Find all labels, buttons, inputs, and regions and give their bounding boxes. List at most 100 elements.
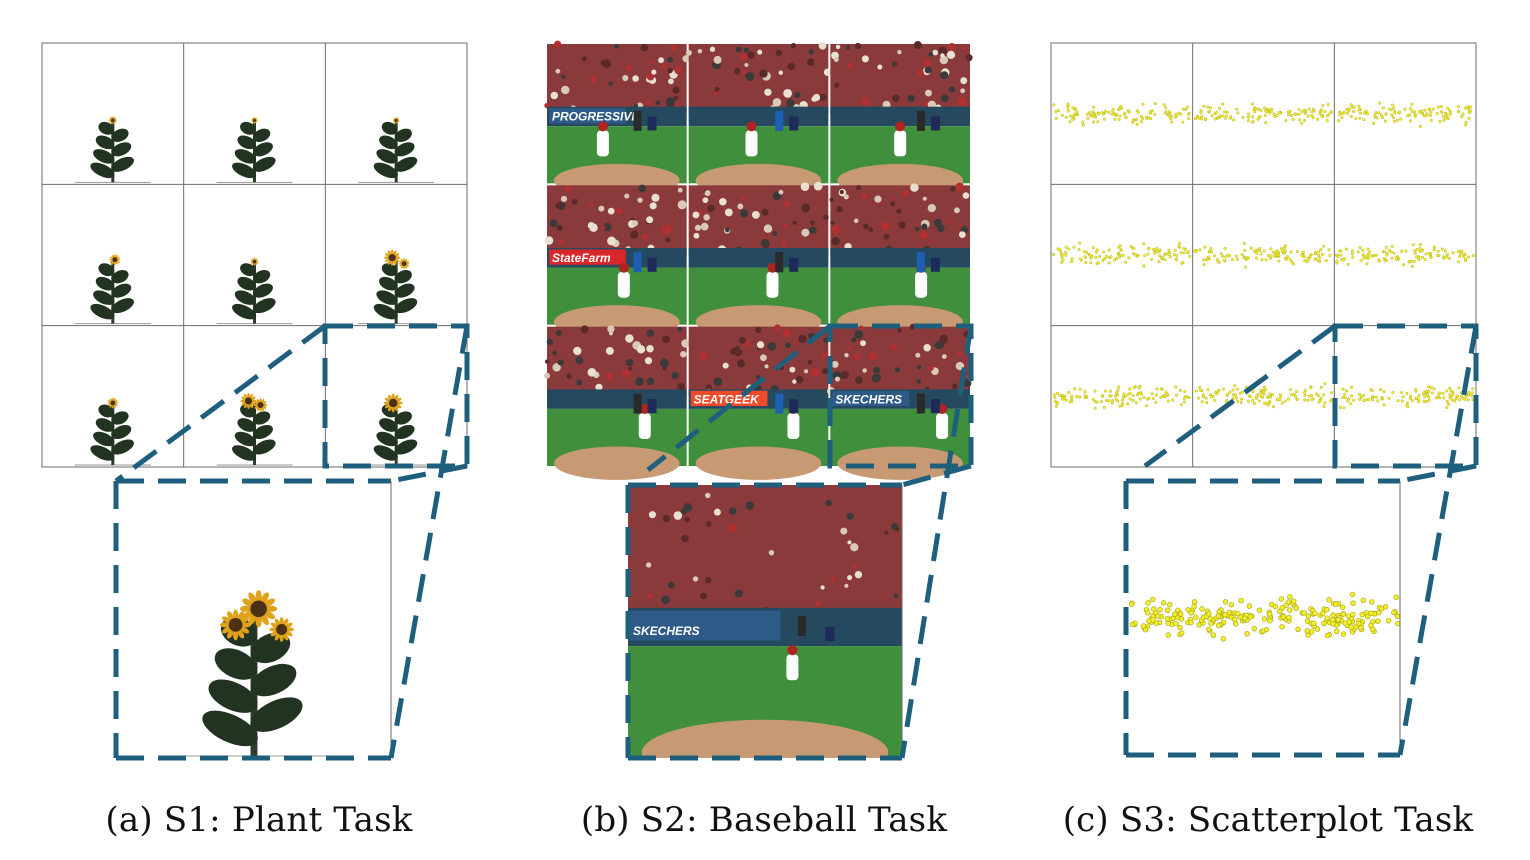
flower-petal <box>262 403 268 407</box>
outfield-wall <box>547 389 687 409</box>
scatter-dot <box>1323 382 1327 386</box>
crowd-fan <box>761 208 769 216</box>
scatter-dot <box>1117 245 1121 249</box>
scatter-dot <box>1256 607 1263 613</box>
scatter-dot <box>1422 400 1426 404</box>
crowd-fan <box>792 379 797 384</box>
flower-petal <box>252 258 255 261</box>
scatter-dot <box>1471 387 1475 391</box>
scatter-dot <box>1324 632 1331 639</box>
scatter-dot <box>1103 257 1107 261</box>
plant-leaf <box>237 418 256 432</box>
crowd-area <box>830 44 970 114</box>
scatter-dot <box>1164 252 1168 256</box>
scatter-dot <box>1399 117 1403 121</box>
scatter-dot <box>1219 251 1223 255</box>
scatter-dot <box>1221 102 1225 106</box>
plant-leaf <box>93 431 115 447</box>
scatter-dot <box>1061 258 1065 262</box>
scatter-dot <box>1260 258 1264 262</box>
ad-sign <box>549 108 626 124</box>
scatter-dot <box>1232 118 1236 122</box>
scatter-dot <box>1319 247 1323 251</box>
scatter-dot <box>1319 385 1323 389</box>
crowd-fan <box>737 203 744 210</box>
scatter-dot <box>1287 594 1293 600</box>
scatter-dot <box>1303 393 1307 397</box>
flower-petal <box>397 118 400 120</box>
scatter-dot <box>1283 602 1289 609</box>
crowd-fan <box>922 196 927 201</box>
flower-center <box>388 398 398 408</box>
flower-petal <box>252 117 255 120</box>
scatter-dot <box>1447 256 1451 260</box>
scatter-dot <box>1361 393 1365 397</box>
scatter-dot <box>1314 626 1321 632</box>
scatter-dot <box>1210 395 1214 399</box>
flower-petal <box>255 590 262 603</box>
crowd-fan <box>891 61 898 67</box>
scatter-dot <box>1160 255 1164 259</box>
flower-petal <box>383 401 391 405</box>
scatter-dot <box>1427 251 1431 255</box>
plant-leaf <box>98 263 115 277</box>
scatter-dot <box>1339 604 1346 610</box>
scatter-dot <box>1153 620 1159 626</box>
scatter-dot <box>1247 614 1254 620</box>
flower-petal <box>396 121 399 124</box>
scatter-dot <box>1052 253 1056 257</box>
flower-petal <box>396 117 399 120</box>
scatter-dot <box>1425 399 1429 403</box>
crowd-fan <box>700 592 707 600</box>
crowd-fan <box>621 369 631 378</box>
scatter-dot <box>1280 614 1287 620</box>
scatter-dot <box>1303 259 1307 263</box>
pitcher <box>915 271 928 298</box>
flower-petal <box>274 618 281 627</box>
scatter-dot <box>1228 390 1232 394</box>
crowd-area <box>628 485 902 622</box>
plant-leaf <box>90 162 115 179</box>
scatter-dot <box>1081 123 1085 127</box>
pitcher <box>745 130 758 157</box>
scatter-dot <box>1376 610 1382 616</box>
crowd-fan <box>637 197 643 203</box>
scatter-dot <box>1322 244 1326 248</box>
scatter-dot <box>1221 387 1225 391</box>
pitcher-cap <box>618 262 629 273</box>
crowd-fan <box>786 99 795 108</box>
scatter-dot <box>1412 259 1416 263</box>
crowd-fan <box>924 66 932 74</box>
scatter-dot <box>1459 395 1463 399</box>
scatter-dot <box>1317 400 1321 404</box>
crowd-fan <box>897 49 902 55</box>
plant-leaf <box>98 121 115 135</box>
scatter-connector <box>1397 325 1479 756</box>
flower-center <box>253 118 256 122</box>
scatter-dot <box>1442 255 1446 259</box>
scatter-dot <box>1429 386 1433 390</box>
scatter-dot <box>1371 398 1375 402</box>
scatter-dot <box>1325 119 1329 123</box>
scatter-dot <box>1224 255 1228 259</box>
scatter-dot <box>1460 249 1464 253</box>
flower-petal <box>384 397 391 402</box>
scatter-dot <box>1181 261 1185 265</box>
scatter-dot <box>1329 110 1333 114</box>
baseball-frame: StateFarm <box>544 184 687 339</box>
crowd-fan <box>628 366 633 371</box>
crowd-fan <box>677 187 683 193</box>
scatter-dot <box>1445 106 1449 110</box>
scatter-dot <box>1183 389 1187 393</box>
scatter-dot <box>1456 250 1460 254</box>
scatter-dot <box>1427 107 1431 111</box>
scatter-dot <box>1352 109 1356 113</box>
scatter-dot <box>1427 398 1431 402</box>
scatter-dot <box>1385 618 1392 624</box>
scatter-dot <box>1447 402 1451 406</box>
scatter-dot <box>1177 241 1181 245</box>
scatter-dot <box>1191 599 1198 605</box>
scatter-dot <box>1129 245 1133 249</box>
scatter-dot <box>1406 114 1410 118</box>
plant-leaf <box>202 710 258 747</box>
